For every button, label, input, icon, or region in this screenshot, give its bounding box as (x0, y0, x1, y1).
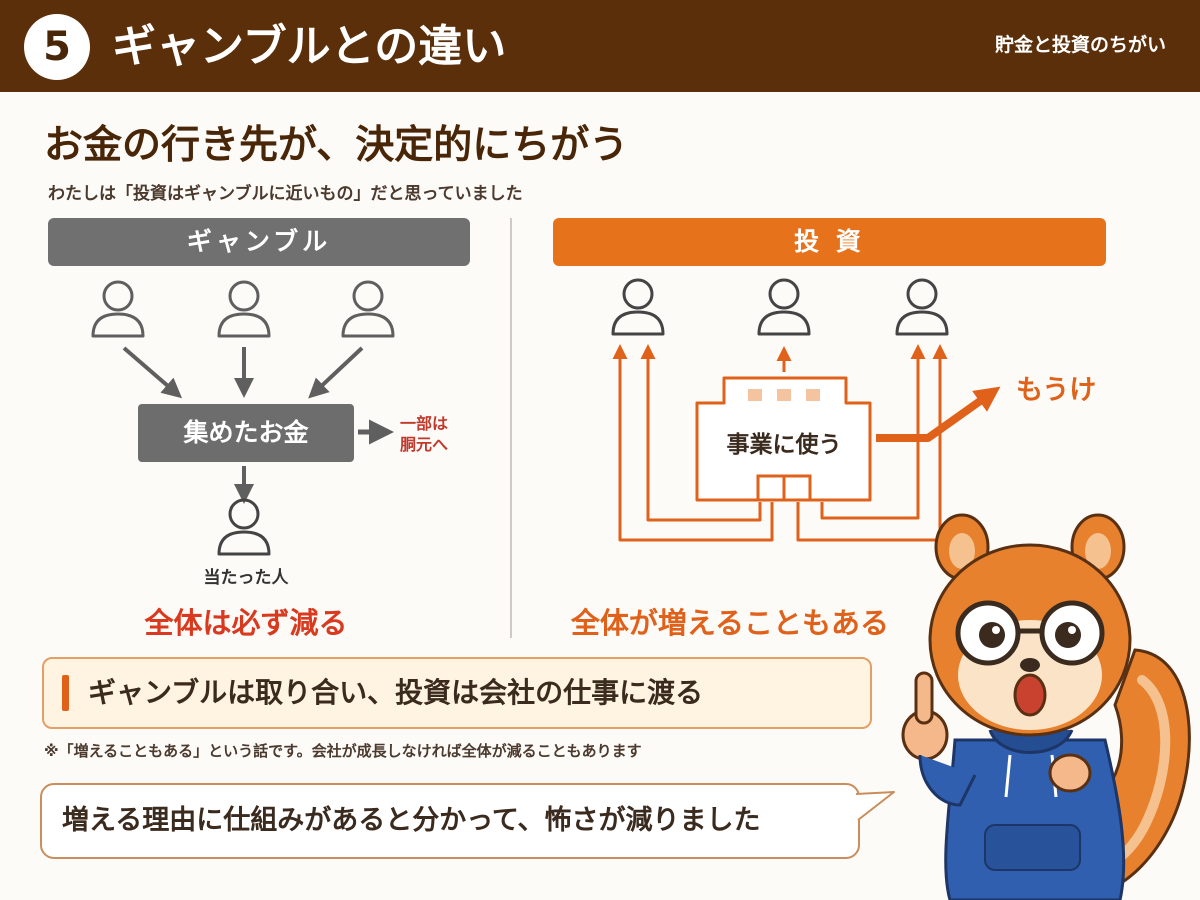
business-label: 事業に使う (726, 432, 842, 458)
pooled-money-box: 集めたお金 (138, 404, 354, 462)
winner-label: 当たった人 (203, 568, 289, 588)
invest-result: 全体が増えることもある (570, 606, 890, 640)
speech-bubble-tail (855, 791, 895, 821)
person-icon (611, 278, 665, 336)
invest-header: 投 資 (553, 218, 1106, 266)
arrow-icon (122, 346, 183, 399)
header-title: ギャンブルとの違い (112, 21, 507, 72)
squirrel-mascot (901, 513, 1191, 900)
person-icon (217, 280, 271, 338)
person-icon (341, 280, 395, 338)
profit-label: もうけ (1016, 375, 1097, 406)
section-number-badge: 5 (24, 14, 90, 80)
arrow-icon (876, 386, 1001, 442)
subtitle: わたしは「投資はギャンブルに近いもの」だと思っていました (48, 184, 523, 204)
bookie-note-line1: 一部は (400, 414, 449, 433)
header-bar: 5 ギャンブルとの違い 貯金と投資のちがい (0, 0, 1200, 92)
bookie-note-line2: 胴元へ (400, 435, 449, 454)
summary-text: ギャンブルは取り合い、投資は会社の仕事に渡る (88, 676, 704, 709)
person-icon (757, 278, 811, 336)
bookie-note: 一部は 胴元へ (400, 413, 448, 455)
series-title: 貯金と投資のちがい (994, 34, 1166, 56)
speech-bubble-text: 増える理由に仕組みがあると分かって、怖さが減りました (62, 805, 761, 836)
person-icon (895, 278, 949, 336)
main-title: お金の行き先が、決定的にちがう (44, 123, 629, 168)
building-icon (695, 376, 872, 502)
gamble-result: 全体は必ず減る (144, 606, 348, 640)
summary-banner: ギャンブルは取り合い、投資は会社の仕事に渡る (42, 657, 872, 729)
column-divider (510, 218, 512, 638)
summary-accent-bar (62, 675, 69, 711)
gamble-header: ギャンブル (48, 218, 470, 266)
person-icon (91, 280, 145, 338)
person-icon (217, 498, 271, 556)
speech-bubble: 増える理由に仕組みがあると分かって、怖さが減りました (40, 783, 860, 859)
arrow-icon (308, 346, 364, 399)
footnote: ※「増えることもある」という話です。会社が成長しなければ全体が減ることもあります (44, 742, 642, 760)
